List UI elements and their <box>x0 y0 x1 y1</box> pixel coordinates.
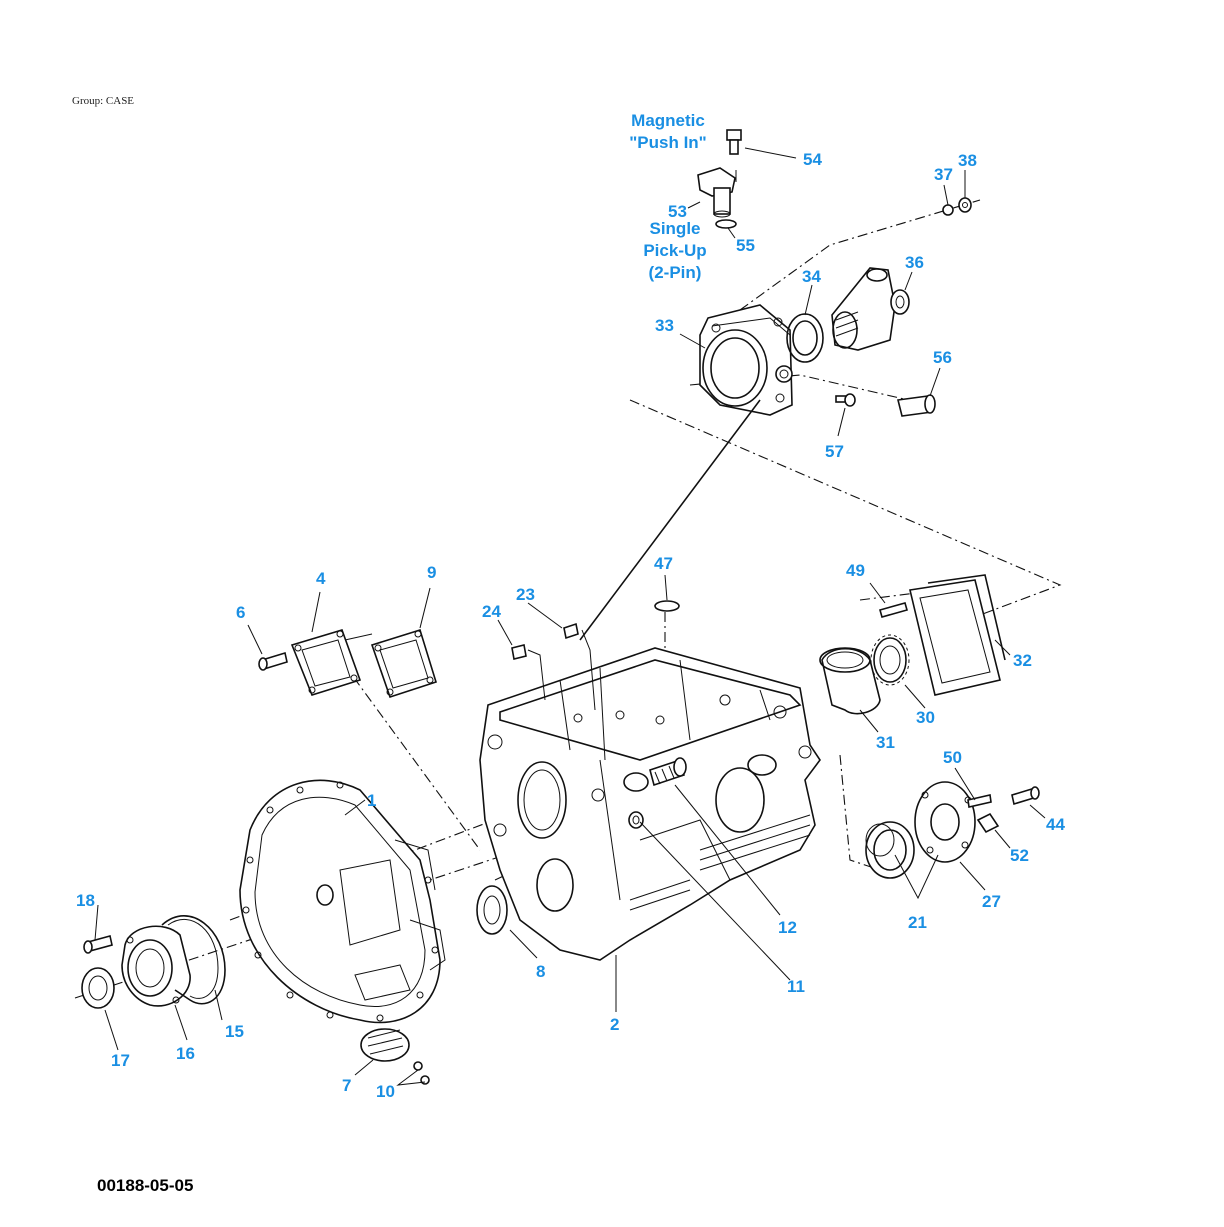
callout-44: 44 <box>1046 815 1065 834</box>
callout-24: 24 <box>482 602 501 621</box>
note-magnetic-line1: Magnetic <box>631 111 705 130</box>
callout-36: 36 <box>905 253 924 272</box>
bolt-44 <box>1011 786 1040 806</box>
callout-9: 9 <box>427 563 436 582</box>
callout-7: 7 <box>342 1076 351 1095</box>
retainer-16 <box>121 925 191 1007</box>
cover-7 <box>360 1028 410 1062</box>
note-pickup-line2: Pick-Up <box>643 241 706 260</box>
washer-37-38 <box>942 197 972 216</box>
callout-33: 33 <box>655 316 674 335</box>
output-yoke <box>831 267 896 351</box>
bolt-6 <box>258 651 288 671</box>
callout-56: 56 <box>933 348 952 367</box>
flange-27 <box>914 781 976 863</box>
gasket-9 <box>370 628 437 699</box>
callout-12: 12 <box>778 918 797 937</box>
callout-18: 18 <box>76 891 95 910</box>
callout-15: 15 <box>225 1022 244 1041</box>
note-pickup-line1: Single <box>649 219 700 238</box>
washer-11 <box>628 811 644 829</box>
clip-52 <box>976 812 1000 834</box>
cover-32 <box>909 574 1006 696</box>
oil-seal-34 <box>786 313 824 363</box>
callout-23: 23 <box>516 585 535 604</box>
gear-30 <box>870 634 910 686</box>
bearing-21 <box>865 821 915 879</box>
bolt-57 <box>835 393 856 407</box>
callout-11: 11 <box>787 977 805 996</box>
callout-27: 27 <box>982 892 1001 911</box>
yoke-nut-36 <box>890 289 910 315</box>
callout-8: 8 <box>536 962 545 981</box>
bolt-50 <box>967 794 992 808</box>
speed-sensor-53 <box>697 167 737 229</box>
bolt-18 <box>83 935 113 954</box>
notes: Magnetic "Push In" Single Pick-Up (2-Pin… <box>629 111 707 282</box>
cover-plate-4 <box>290 629 362 696</box>
callout-31: 31 <box>876 733 895 752</box>
callout-21: 21 <box>908 913 927 932</box>
callout-4: 4 <box>316 569 326 588</box>
figure-id: 00188-05-05 <box>97 1176 194 1195</box>
callout-49: 49 <box>846 561 865 580</box>
bell-housing <box>239 779 446 1024</box>
gasket-15 <box>161 915 226 1005</box>
seal-17 <box>81 967 115 1009</box>
callout-17: 17 <box>111 1051 130 1070</box>
bolt-12 <box>649 757 687 787</box>
callout-32: 32 <box>1013 651 1032 670</box>
note-pickup-line3: (2-Pin) <box>649 263 702 282</box>
stud-49 <box>879 602 908 618</box>
callout-38: 38 <box>958 151 977 170</box>
seal-8 <box>476 885 508 935</box>
plug-24 <box>511 644 527 660</box>
main-case <box>479 647 821 961</box>
callout-30: 30 <box>916 708 935 727</box>
callout-47: 47 <box>654 554 673 573</box>
callout-52: 52 <box>1010 846 1029 865</box>
callout-57: 57 <box>825 442 844 461</box>
callout-2: 2 <box>610 1015 619 1034</box>
plug-23 <box>563 622 579 640</box>
magnetic-plug-54 <box>726 129 742 182</box>
callout-54: 54 <box>803 150 822 169</box>
rear-housing <box>699 304 793 416</box>
note-magnetic-line2: "Push In" <box>629 133 707 152</box>
screws-10 <box>413 1061 430 1085</box>
callout-55: 55 <box>736 236 755 255</box>
callout-34: 34 <box>802 267 821 286</box>
plug-47 <box>654 600 680 612</box>
leader-lines <box>94 147 1046 1086</box>
callouts: 54 53 55 37 38 34 36 33 56 57 47 49 23 2… <box>76 150 1065 1101</box>
callout-16: 16 <box>176 1044 195 1063</box>
bearing-cup-31 <box>819 647 881 715</box>
callout-1: 1 <box>367 791 376 810</box>
callout-53: 53 <box>668 202 687 221</box>
callout-6: 6 <box>236 603 245 622</box>
sleeve-56 <box>897 394 936 417</box>
callout-37: 37 <box>934 165 953 184</box>
callout-50: 50 <box>943 748 962 767</box>
callout-10: 10 <box>376 1082 395 1101</box>
group-label: Group: CASE <box>72 95 135 107</box>
